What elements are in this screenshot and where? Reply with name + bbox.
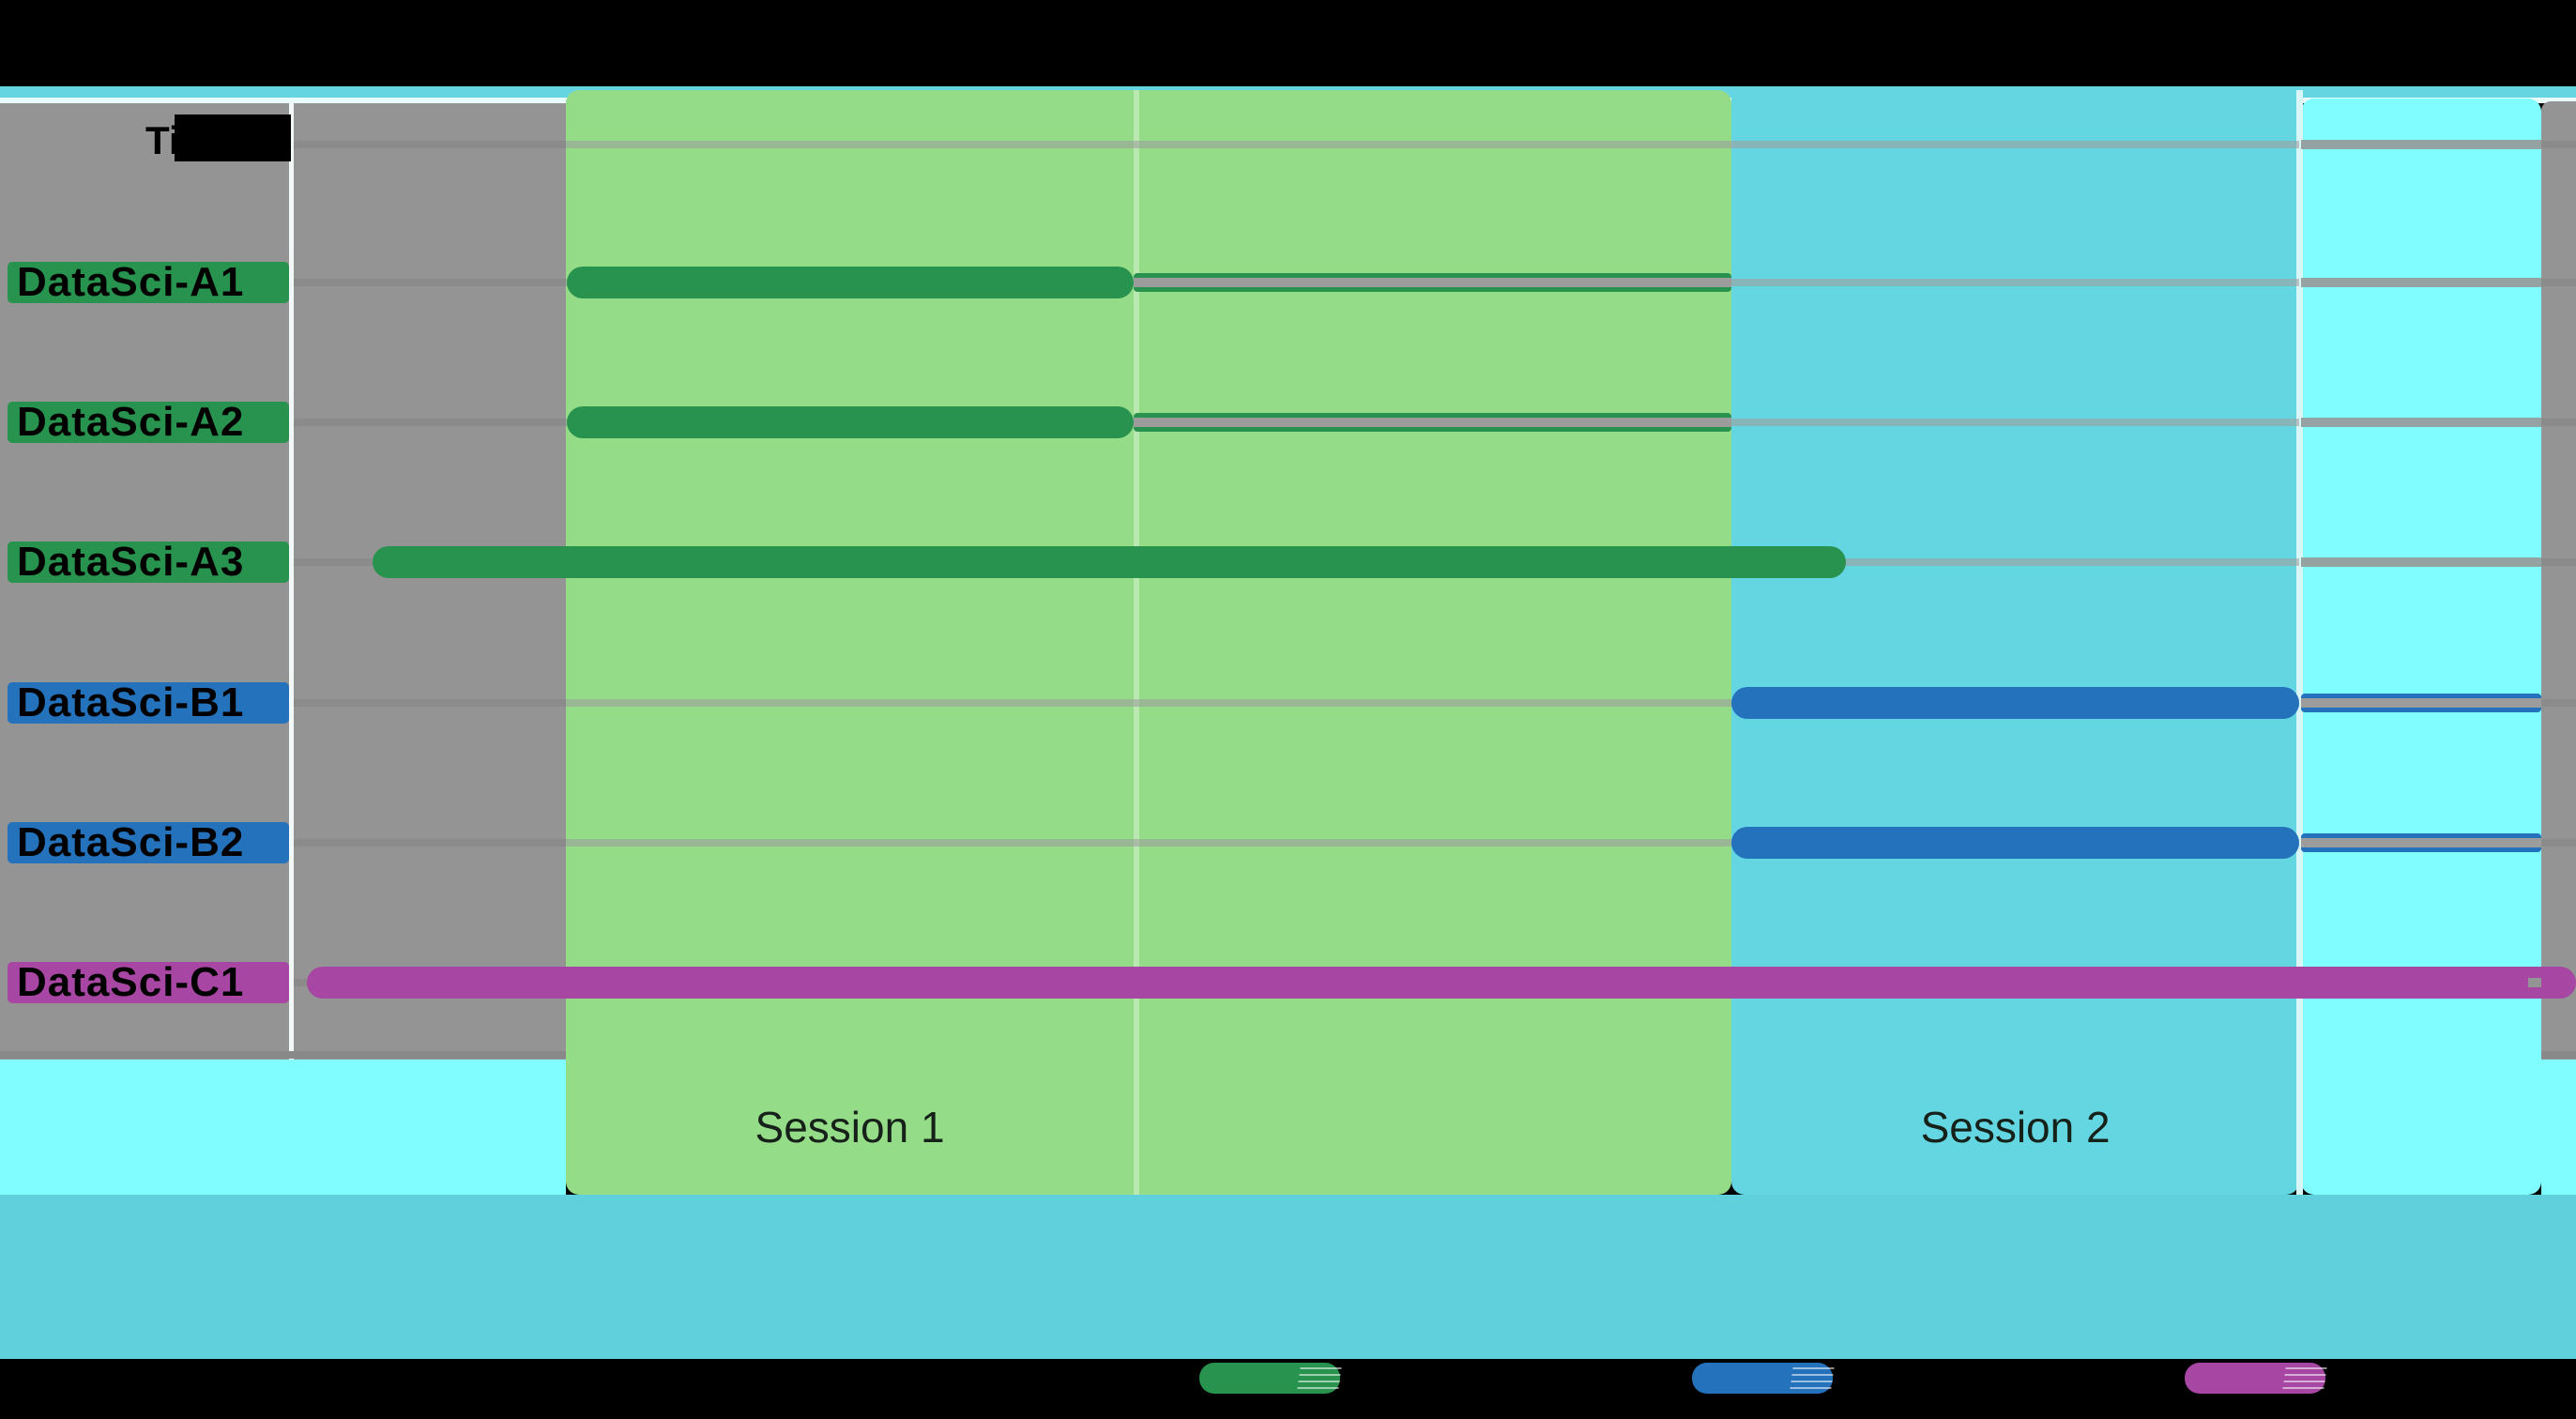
- bottom-underlay-right: [2541, 1060, 2576, 1195]
- band-session-2: [1731, 86, 2299, 1195]
- band-gap-stripe: [2296, 90, 2303, 1195]
- row-label-pill-datasci-a2: DataSci-A2: [8, 402, 289, 444]
- gridline-segment: [2541, 698, 2576, 707]
- legend-swatch-3: [2185, 1363, 2328, 1394]
- row-label-pill-datasci-b1: DataSci-B1: [8, 681, 289, 724]
- right-gray-column: [2541, 101, 2576, 1060]
- row-label-pill-datasci-c1: DataSci-C1: [8, 962, 289, 1003]
- band-column-gap: [1133, 90, 1139, 1195]
- gridline-segment: [2541, 838, 2576, 847]
- session-label-2: Session 2: [1920, 1103, 2111, 1152]
- black-artifact-box: [175, 114, 291, 161]
- legend-swatch-1: [1199, 1363, 1343, 1394]
- row-label-pill-datasci-a3: DataSci-A3: [8, 542, 289, 584]
- gridline-segment: [2541, 558, 2576, 567]
- bar-gridline-notch: [2528, 978, 2541, 987]
- bar-datasci-a1: [567, 267, 1134, 298]
- gridline-segment: [2301, 278, 2541, 287]
- gridline-segment: [566, 141, 2299, 148]
- band-session-1: [566, 90, 1732, 1195]
- gridline-segment: [566, 838, 2299, 847]
- label-column-separator: [289, 103, 294, 1060]
- bar-datasci-c1: [307, 967, 2576, 999]
- gridline-segment: [294, 698, 566, 707]
- footer-teal-band: [0, 1195, 2576, 1359]
- gridline-segment: [2541, 419, 2576, 427]
- bar-datasci-a2: [567, 406, 1134, 439]
- row-label: DataSci-A1: [17, 262, 245, 303]
- gridline-segment: [294, 419, 566, 427]
- gridline-segment: [2541, 141, 2576, 148]
- gridline-segment: [2541, 279, 2576, 286]
- row-label: DataSci-C1: [17, 962, 245, 1003]
- track-datasci-b1: [2300, 693, 2542, 712]
- row-label: DataSci-A3: [17, 542, 245, 584]
- pre-session-column: [294, 103, 566, 1060]
- legend-swatch-fringe: [1789, 1363, 1836, 1394]
- row-label-pill-datasci-b2: DataSci-B2: [8, 821, 289, 863]
- track-datasci-a1: [1133, 273, 1732, 292]
- track-datasci-a2: [1133, 413, 1732, 433]
- session-label-1: Session 1: [755, 1103, 945, 1152]
- gridline-segment: [294, 838, 566, 847]
- gridline-segment: [294, 279, 566, 286]
- row-label: DataSci-B2: [17, 821, 245, 863]
- bar-datasci-b2: [1731, 826, 2299, 859]
- legend-swatch-fringe: [1296, 1363, 1343, 1394]
- gridline-segment: [294, 141, 566, 148]
- band-bright-column: [2300, 99, 2542, 1195]
- track-datasci-b2: [2300, 832, 2542, 852]
- gridline-segment: [2301, 557, 2541, 568]
- gridline-segment: [566, 698, 2299, 707]
- legend-swatch-2: [1692, 1363, 1836, 1394]
- gridline-segment: [2301, 418, 2541, 428]
- bar-datasci-b1: [1731, 686, 2299, 719]
- bottom-underlay-left: [0, 1060, 566, 1195]
- row-label: DataSci-A2: [17, 402, 245, 444]
- legend-swatch-fringe: [2281, 1363, 2328, 1394]
- bar-datasci-a3: [372, 546, 1846, 579]
- row-label-pill-datasci-a1: DataSci-A1: [8, 262, 289, 303]
- bottom-axis-line-right: [2541, 1051, 2576, 1059]
- gridline-segment: [2301, 140, 2541, 149]
- bottom-axis-line: [0, 1051, 566, 1059]
- row-label: DataSci-B1: [17, 681, 245, 724]
